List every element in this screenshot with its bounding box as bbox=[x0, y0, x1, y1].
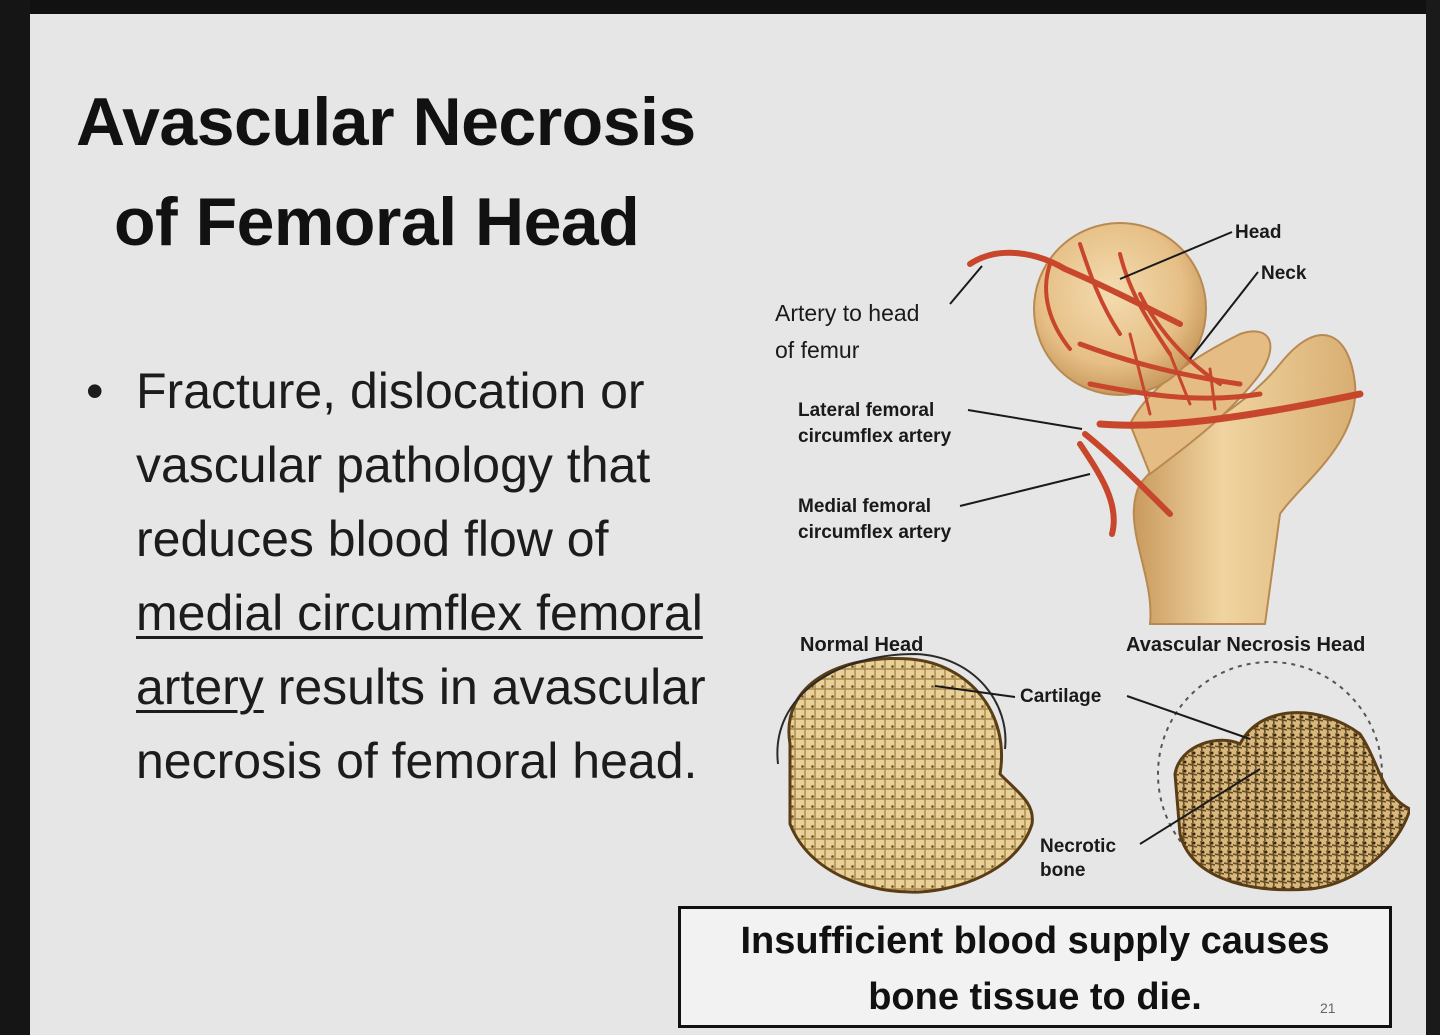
bullet-text: Fracture, dislocation or vascular pathol… bbox=[86, 354, 726, 798]
slide-title-line1: Avascular Necrosis bbox=[76, 84, 696, 160]
bullet-marker: • bbox=[86, 363, 104, 419]
bullet-text-before: Fracture, dislocation or vascular pathol… bbox=[136, 363, 651, 567]
femur-anatomy-diagram: Head Neck Artery to head of femur Latera… bbox=[775, 222, 1410, 894]
avn-head-section bbox=[1157, 661, 1410, 892]
slide-title: Avascular Necrosis of Femoral Head bbox=[76, 72, 696, 272]
slide-page-number: 21 bbox=[1320, 1000, 1336, 1016]
bullet-point: • Fracture, dislocation or vascular path… bbox=[86, 354, 726, 798]
normal-head-section bbox=[776, 652, 1034, 894]
label-necrotic-line1: Necrotic bbox=[1040, 836, 1116, 857]
label-cartilage: Cartilage bbox=[1020, 686, 1101, 707]
leader-lines-bottom bbox=[934, 685, 1261, 845]
leader-lines-top bbox=[949, 231, 1259, 507]
window-left-bar bbox=[0, 0, 30, 1035]
label-lateral-line2: circumflex artery bbox=[798, 426, 952, 447]
bullet-text-after: results in avascular necrosis of femoral… bbox=[136, 659, 706, 789]
label-necrotic-line2: bone bbox=[1040, 860, 1085, 881]
label-normal-head: Normal Head bbox=[800, 634, 923, 656]
label-medial-line2: circumflex artery bbox=[798, 522, 952, 543]
presentation-slide: Avascular Necrosis of Femoral Head • Fra… bbox=[30, 14, 1426, 1035]
label-avn-head: Avascular Necrosis Head bbox=[1126, 634, 1365, 656]
window-right-bar bbox=[1426, 0, 1440, 1035]
callout-line2: bone tissue to die. bbox=[868, 976, 1202, 1018]
label-artery-to-head-line2: of femur bbox=[775, 337, 860, 363]
label-lateral-line1: Lateral femoral bbox=[798, 400, 934, 421]
window-top-bar bbox=[0, 0, 1440, 14]
label-artery-to-head-line1: Artery to head bbox=[775, 300, 919, 326]
label-head: Head bbox=[1235, 222, 1281, 243]
callout-line1: Insufficient blood supply causes bbox=[740, 920, 1330, 962]
label-medial-line1: Medial femoral bbox=[798, 496, 931, 517]
callout-box: Insufficient blood supply causes bone ti… bbox=[678, 906, 1392, 1028]
slide-title-line2: of Femoral Head bbox=[114, 184, 640, 260]
bullet-text-underlined: medial circumflex femoral artery bbox=[136, 585, 703, 715]
label-neck: Neck bbox=[1261, 263, 1307, 284]
artery-network bbox=[967, 242, 1364, 537]
